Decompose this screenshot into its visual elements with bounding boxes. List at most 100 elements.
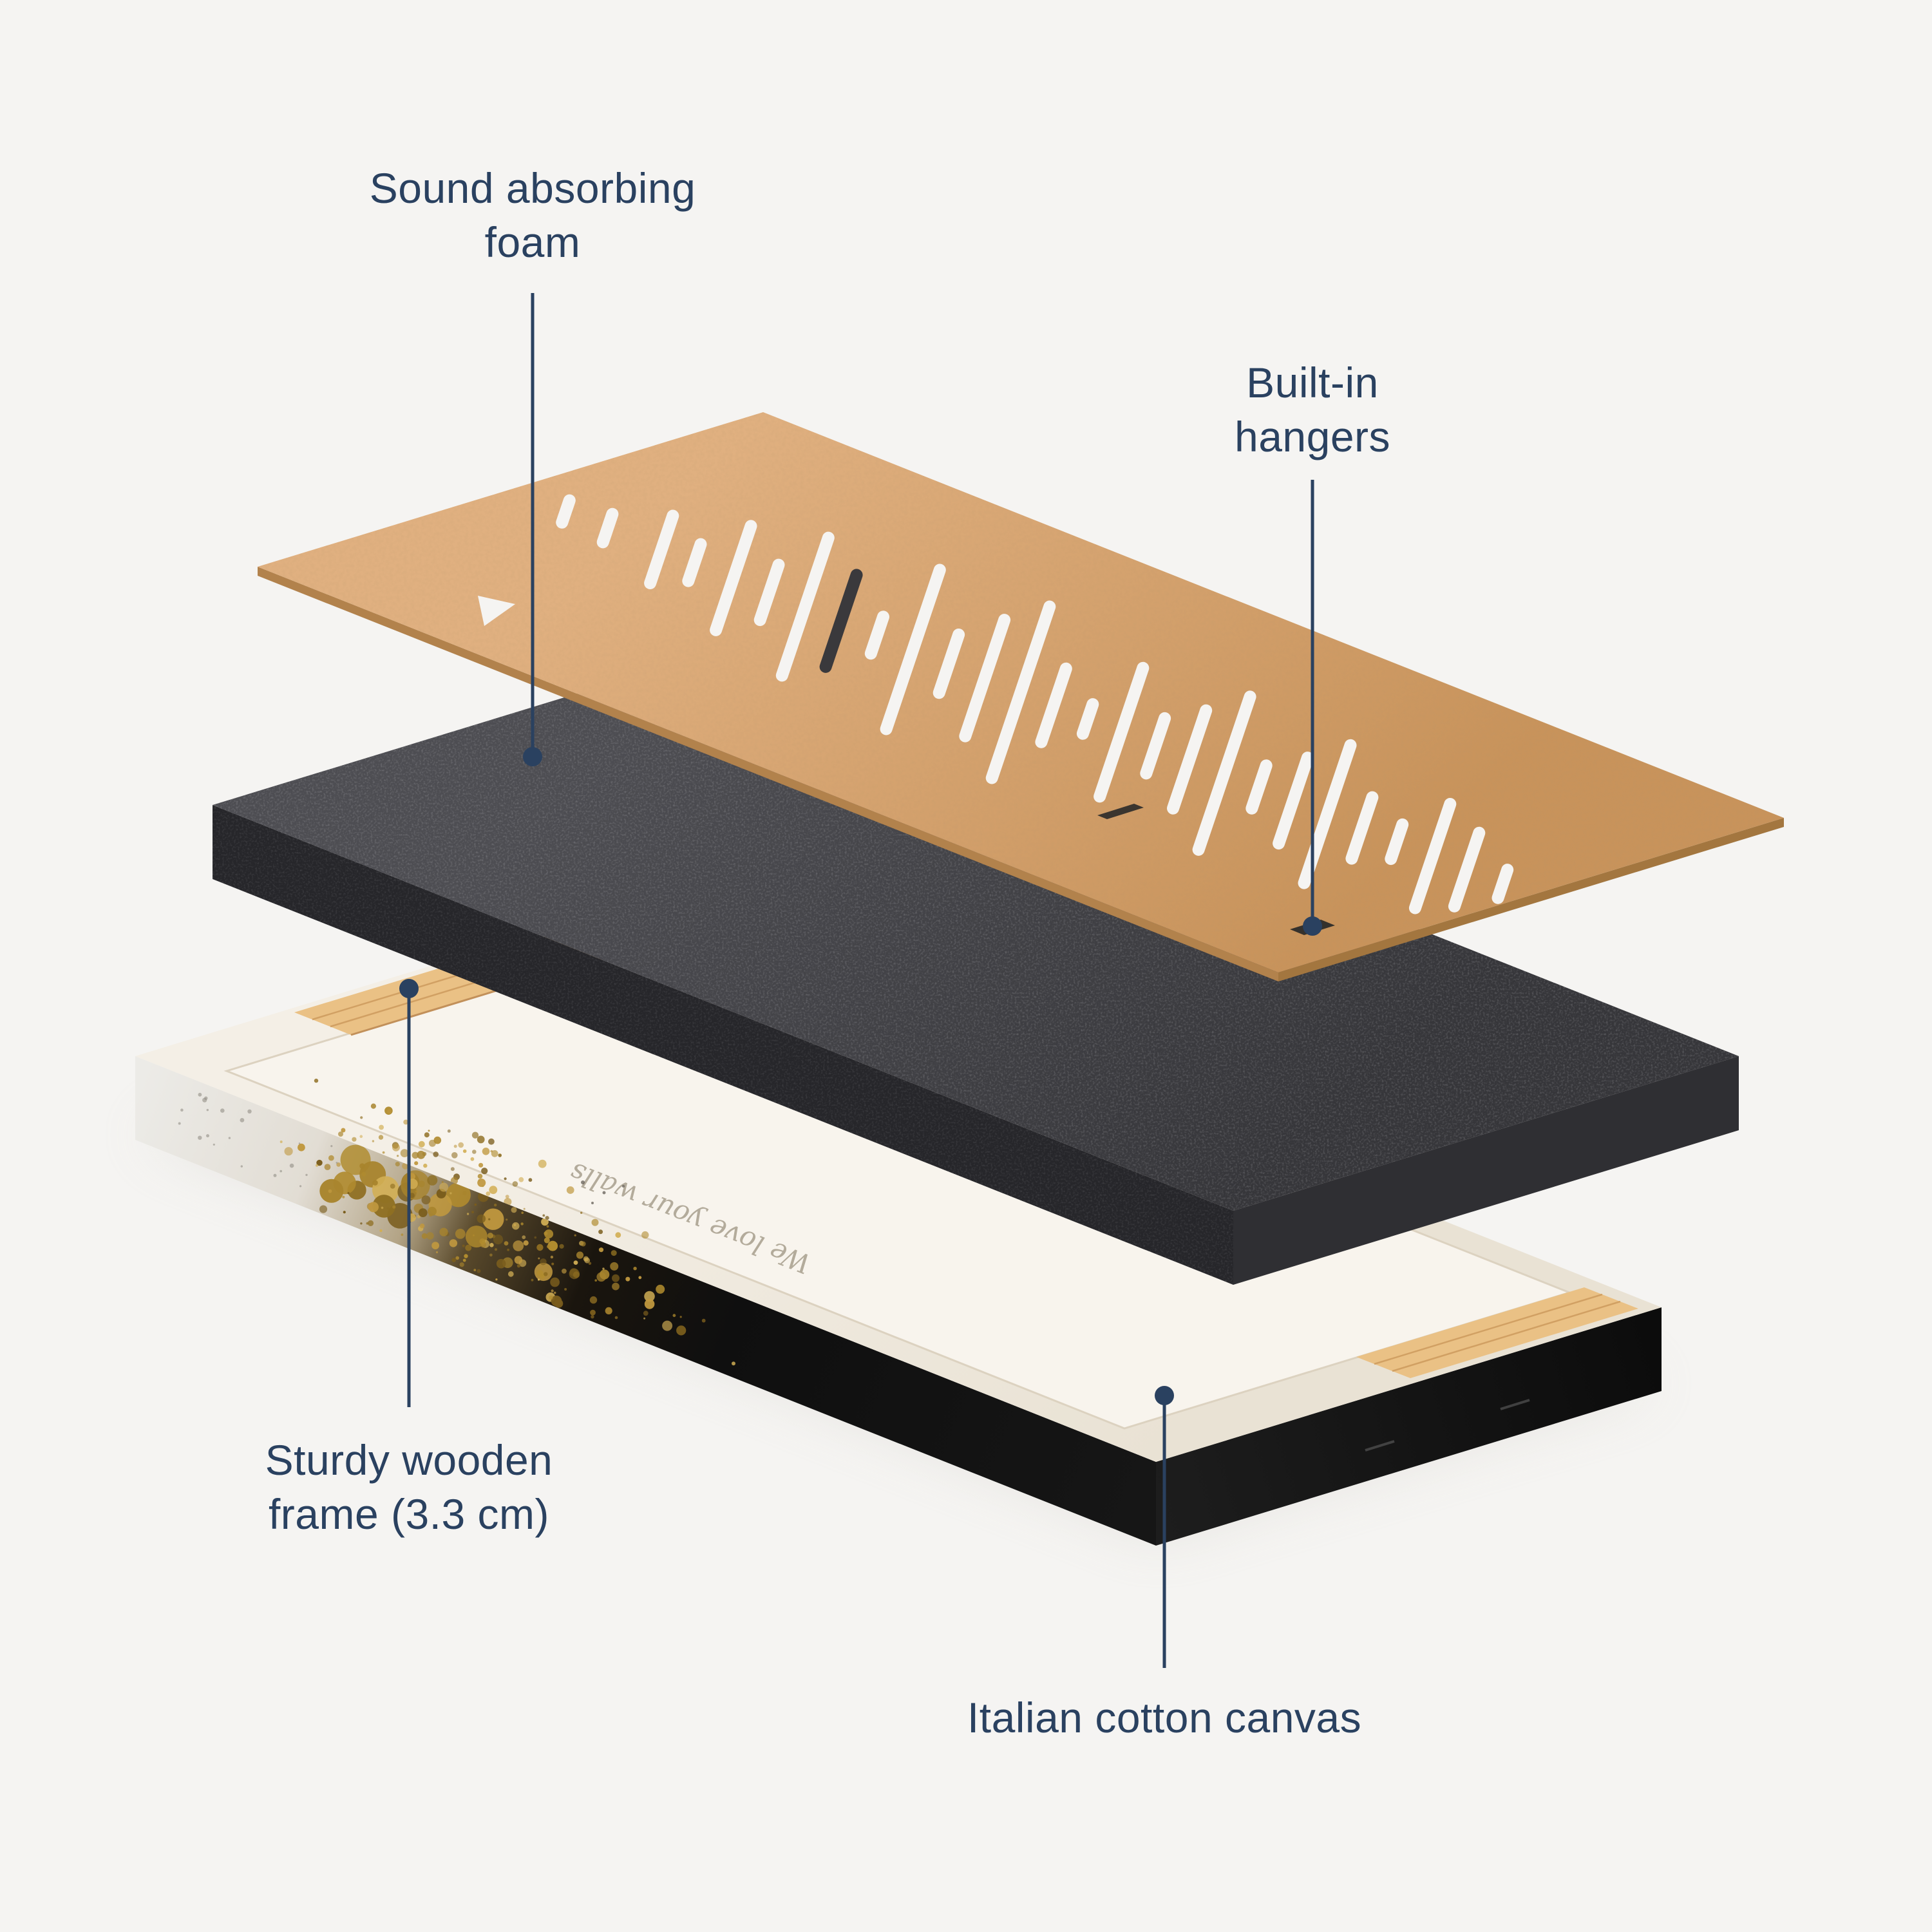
gold-splatter-dot bbox=[638, 1276, 642, 1280]
gold-splatter-dot bbox=[379, 1229, 383, 1233]
soundwave-slot bbox=[1035, 662, 1072, 748]
gold-splatter-dot bbox=[347, 1192, 350, 1195]
marble-speckle bbox=[299, 1185, 302, 1188]
gold-splatter-dot bbox=[590, 1309, 596, 1316]
gold-splatter-dot bbox=[477, 1179, 486, 1188]
foam-layer bbox=[213, 650, 1739, 1285]
gold-splatter-dot bbox=[395, 1162, 400, 1167]
soundwave-slot bbox=[644, 509, 679, 589]
gold-splatter-dot bbox=[328, 1155, 334, 1161]
gold-splatter-dot bbox=[641, 1231, 649, 1239]
gold-splatter-dot bbox=[615, 1232, 621, 1238]
gold-splatter-dot bbox=[520, 1222, 524, 1226]
gold-splatter-dot bbox=[372, 1195, 395, 1218]
gold-splatter-dot bbox=[487, 1233, 493, 1239]
gold-splatter-dot bbox=[298, 1143, 305, 1151]
gold-splatter-dot bbox=[471, 1211, 474, 1214]
gold-splatter-dot bbox=[598, 1247, 604, 1253]
gold-splatter-dot bbox=[401, 1233, 404, 1236]
label-line: frame (3.3 cm) bbox=[268, 1490, 550, 1539]
gold-splatter-dot bbox=[486, 1191, 491, 1196]
canvas-layer: We love your walls bbox=[135, 902, 1662, 1546]
gold-splatter-dot bbox=[701, 1318, 706, 1323]
callouts bbox=[399, 293, 1322, 1668]
gold-splatter-dot bbox=[506, 1218, 508, 1221]
gold-splatter-dot bbox=[360, 1116, 363, 1119]
staple-marks bbox=[1365, 1399, 1530, 1452]
marble-speckle bbox=[240, 1165, 243, 1168]
gold-splatter-dot bbox=[382, 1151, 385, 1154]
gold-splatter-dot bbox=[541, 1218, 549, 1226]
gold-splatter-dot bbox=[439, 1227, 448, 1236]
marble-speckle bbox=[198, 1092, 202, 1097]
soundwave-slot bbox=[1345, 791, 1379, 865]
gold-splatter-dot bbox=[612, 1282, 620, 1291]
gold-splatter-dot bbox=[511, 1207, 517, 1213]
gold-splatter-dot bbox=[656, 1284, 665, 1294]
gold-splatter-dot bbox=[588, 1262, 592, 1265]
gold-splatter-dot bbox=[465, 1244, 472, 1251]
gold-splatter-dot bbox=[381, 1206, 384, 1209]
gold-splatter-dot bbox=[450, 1167, 455, 1171]
gold-splatter-dot bbox=[427, 1175, 438, 1186]
gold-splatter-dot bbox=[471, 1132, 479, 1139]
soundwave-slot bbox=[1385, 818, 1409, 866]
soundwave-slot bbox=[933, 629, 965, 699]
gold-splatter-dot bbox=[370, 1103, 377, 1109]
gold-splatter-dot bbox=[544, 1237, 550, 1244]
gold-splatter-dot bbox=[662, 1320, 673, 1331]
gold-splatter-dot bbox=[505, 1195, 509, 1198]
gold-splatter-dot bbox=[504, 1241, 509, 1245]
wood-stretcher-bar-right bbox=[1356, 1287, 1638, 1378]
gold-splatter-dot bbox=[574, 1234, 576, 1236]
soundwave-slot bbox=[1408, 798, 1457, 914]
gold-splatter-dot bbox=[392, 1205, 396, 1209]
hanger-notch bbox=[1097, 804, 1144, 819]
canvas-ink-speckles bbox=[581, 1180, 625, 1204]
gold-splatter-dot bbox=[352, 1137, 357, 1142]
label-line: Italian cotton canvas bbox=[967, 1694, 1362, 1741]
gold-splatter-dot bbox=[360, 1222, 363, 1225]
soundwave-slot bbox=[880, 564, 946, 735]
gold-splatter-dot bbox=[359, 1135, 363, 1138]
gold-splatter-dot bbox=[336, 1162, 341, 1167]
gold-splatter-dot bbox=[551, 1289, 554, 1293]
gold-splatter-dot bbox=[462, 1258, 466, 1262]
marble-speckle bbox=[240, 1118, 245, 1122]
gold-splatter-dot bbox=[386, 1207, 390, 1210]
gold-splatter-dot bbox=[481, 1168, 488, 1175]
label-line: foam bbox=[484, 218, 581, 267]
marble-speckle bbox=[204, 1096, 208, 1100]
gold-splatter-dot bbox=[523, 1240, 529, 1246]
gold-splatter-dot bbox=[598, 1229, 603, 1235]
callout-dot-frame bbox=[399, 979, 419, 998]
soundwave-slot bbox=[1448, 826, 1486, 913]
gold-splatter-dot bbox=[402, 1162, 409, 1170]
callout-dot-hangers bbox=[1303, 916, 1322, 936]
gold-splatter-dot bbox=[338, 1132, 343, 1137]
soundwave-slot bbox=[959, 614, 1011, 743]
gold-splatter-dot bbox=[514, 1256, 523, 1264]
soundwave-slot bbox=[556, 494, 576, 529]
gold-splatter-dot bbox=[550, 1277, 560, 1287]
gold-splatter-dot bbox=[549, 1295, 553, 1300]
soundwave-slot bbox=[819, 569, 863, 673]
gold-splatter-dot bbox=[550, 1255, 554, 1259]
gold-splatter-dot bbox=[455, 1256, 459, 1260]
ink-speckle bbox=[602, 1191, 606, 1195]
wood-grain-line bbox=[1374, 1293, 1603, 1365]
gold-splatter-dot bbox=[433, 1136, 442, 1144]
gold-splatter-dot bbox=[482, 1208, 504, 1230]
marble-speckle bbox=[273, 1173, 277, 1177]
label-line: hangers bbox=[1234, 413, 1391, 461]
gold-splatter-dot bbox=[564, 1288, 567, 1291]
gold-splatter-dot bbox=[602, 1267, 605, 1270]
gold-splatter-dot bbox=[477, 1173, 483, 1179]
gold-splatter-dot bbox=[614, 1316, 618, 1320]
hardboard-layer bbox=[258, 412, 1784, 981]
gold-splatter-dot bbox=[522, 1235, 526, 1240]
label-italian-cotton-canvas: Italian cotton canvas bbox=[967, 1690, 1361, 1745]
gold-splatter-dot bbox=[536, 1244, 544, 1251]
gold-splatter-dot bbox=[562, 1268, 567, 1274]
foam-right-face bbox=[1233, 1056, 1739, 1285]
